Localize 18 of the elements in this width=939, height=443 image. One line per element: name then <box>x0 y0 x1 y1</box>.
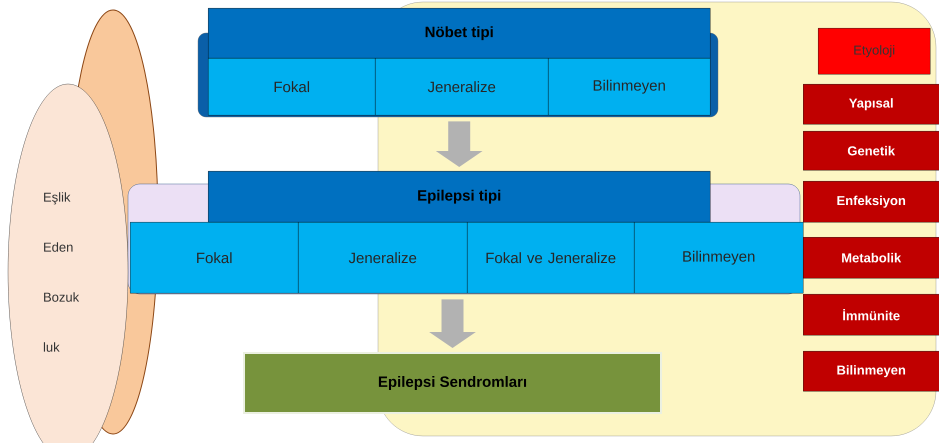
cause-box: İmmünite <box>803 294 939 336</box>
table-cell: Fokal <box>208 58 376 116</box>
cause-box: Genetik <box>803 131 939 170</box>
cause-box: Bilinmeyen <box>803 351 939 392</box>
cause-box: Metabolik <box>803 237 939 278</box>
table-header: Nöbet tipi <box>208 8 710 58</box>
table-cell: Fokal ve Jeneralize <box>467 222 634 294</box>
cause-box: Yapısal <box>803 84 939 124</box>
table-cell: Jeneralize <box>375 58 548 116</box>
ellipse-label: Eşlik Eden Bozuk luk <box>8 84 128 443</box>
table-cell: Jeneralize <box>298 222 468 294</box>
cause-box: Enfeksiyon <box>803 181 939 222</box>
table-cell: Bilinmeyen <box>548 58 710 116</box>
table-cell: Fokal <box>130 222 298 294</box>
etiology-box: Etyoloji <box>818 28 930 74</box>
syndrome-box: Epilepsi Sendromları <box>243 352 662 414</box>
table-header: Epilepsi tipi <box>208 171 710 222</box>
table-cell: Bilinmeyen <box>634 222 804 294</box>
